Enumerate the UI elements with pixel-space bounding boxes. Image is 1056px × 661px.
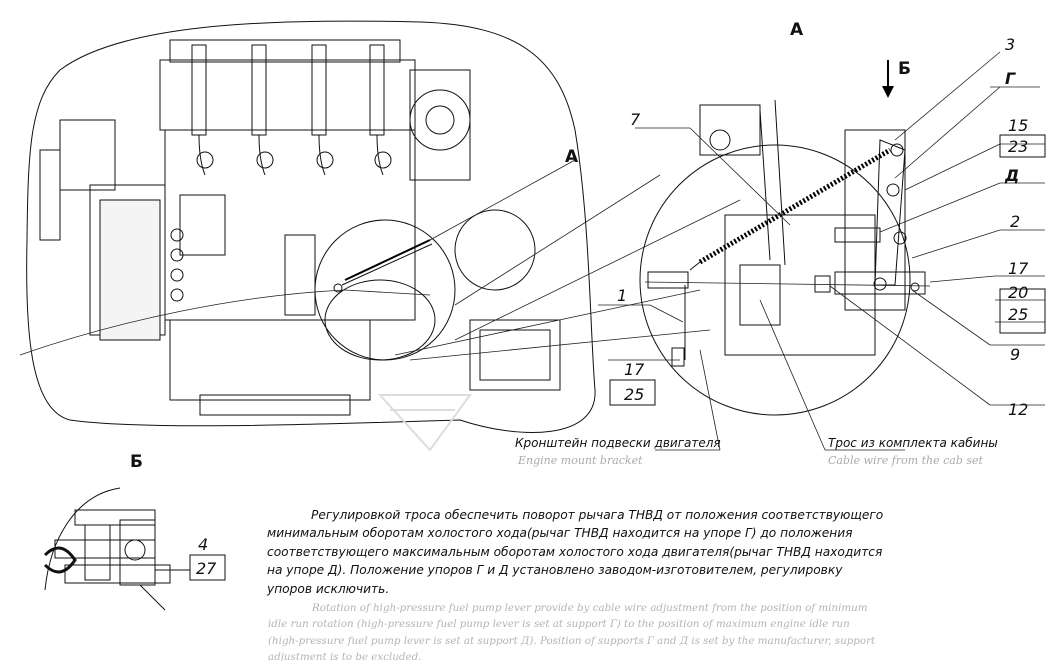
view-a-detail-label: А [790,20,804,40]
injectors [170,44,392,302]
bracket-caption-en: Engine mount bracket [517,454,643,467]
callout-leaders [429,51,1045,451]
callout-20: 20 [1008,283,1028,302]
note-ru-line: соответствующего максимальным оборотам х… [267,544,883,559]
note-en: Rotation of high-pressure fuel pump leve… [268,583,875,661]
spring-detail [698,147,892,265]
note-ru-line: минимальным оборотам холостого хода(рыча… [267,526,853,540]
callout-25: 25 [1008,305,1028,324]
view-a-label: А [565,147,579,167]
callout-3: 3 [1005,35,1015,54]
note-ru: Регулировкой троса обеспечить поворот ры… [267,487,883,598]
note-ru-line: Регулировкой троса обеспечить поворот ры… [311,507,884,522]
spring-main [344,239,431,281]
detail-b [43,487,190,611]
cable-detail [644,281,931,287]
note-en-line: adjustment is to be excluded. [268,651,422,661]
callout-17-lower: 17 [624,360,645,379]
note-ru-line: на упоре Д). Положение упоров Г и Д уста… [267,563,843,577]
note-en-line: Rotation of high-pressure fuel pump leve… [312,601,868,614]
view-b-detail-label: Б [130,452,143,472]
note-ru-line: упоров исключить. [267,581,390,596]
callout-1: 1 [617,286,627,305]
callout-2: 2 [1010,212,1020,231]
cable-caption-ru: Трос из комплекта кабины [828,436,998,450]
callout-12: 12 [1008,400,1028,419]
callout-4: 4 [198,535,208,554]
callout-7: 7 [630,110,641,129]
view-a-detail-circle [639,144,911,416]
callout-25-lower: 25 [624,385,644,404]
engine-view-outline [26,20,596,433]
callout-27: 27 [196,559,217,578]
engine-block [39,39,561,416]
note-en-line: idle run rotation (high-pressure fuel pu… [268,618,850,630]
callout-15: 15 [1008,116,1028,135]
callout-g: Г [1005,69,1016,88]
bracket-caption-ru: Кронштейн подвески двигателя [515,436,721,450]
view-a-circle-small [314,219,456,361]
callout-9: 9 [1010,345,1020,364]
callout-23: 23 [1008,137,1028,156]
callout-17: 17 [1008,259,1029,278]
cable-wire-main [19,289,431,356]
callout-d: Д [1004,166,1019,185]
view-b-arrow-label: Б [898,59,911,79]
note-en-line: (high-pressure fuel pump lever is set at… [268,634,876,647]
watermark [377,394,472,452]
cable-caption-en: Cable wire from the cab set [828,454,984,467]
